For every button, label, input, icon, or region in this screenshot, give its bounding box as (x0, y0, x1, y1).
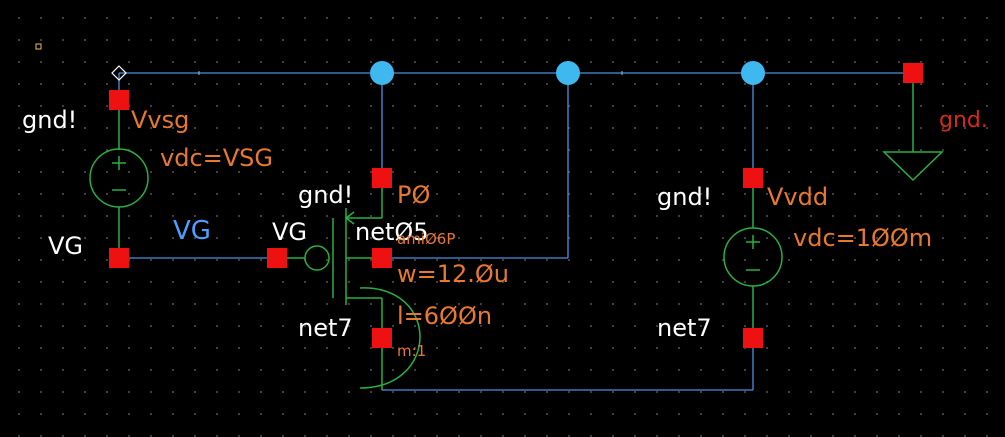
label-pmos-length: l=6ØØn (397, 302, 492, 330)
label-vvsg-param: vdc=VSG (160, 144, 273, 172)
label-pmos-instance: PØ (397, 181, 430, 209)
label-vvdd-param: vdc=1ØØm (793, 224, 932, 252)
pin-pmos-source[interactable] (372, 168, 392, 188)
pins (109, 63, 923, 348)
pin-diamond-icon[interactable] (111, 65, 127, 81)
label-pmos-source-net: gnd! (298, 181, 353, 209)
pmos-symbol[interactable] (286, 188, 421, 390)
gnd-symbol[interactable] (882, 83, 944, 182)
label-vvsg-instance: Vvsg (131, 106, 189, 134)
pin-pmos-body[interactable] (372, 248, 392, 268)
pin-pmos-gate[interactable] (267, 248, 287, 268)
label-vvdd-minus-net: net7 (657, 314, 712, 342)
label-vvdd-plus-net: gnd! (657, 183, 712, 211)
label-vvdd-instance: Vvdd (767, 183, 828, 211)
label-pmos-model: amiØ6P (397, 230, 455, 248)
pin-vvsg-plus[interactable] (109, 90, 129, 110)
junction-dot-1[interactable] (370, 61, 394, 85)
origin-marker-icon (35, 43, 42, 50)
rail-ticks (198, 71, 623, 75)
label-pmos-multiplier: m:1 (397, 342, 426, 360)
label-pmos-drain-net: net7 (298, 314, 353, 342)
pin-pmos-drain[interactable] (372, 328, 392, 348)
pin-gnd[interactable] (903, 63, 923, 83)
label-pmos-body-net: netØ5 (355, 218, 429, 246)
label-vvsg-plus-net: gnd! (22, 106, 77, 134)
junction-dot-2[interactable] (556, 61, 580, 85)
label-pmos-width: w=12.Øu (397, 260, 509, 288)
pin-vvsg-minus[interactable] (109, 248, 129, 268)
pin-vvdd-minus[interactable] (743, 328, 763, 348)
label-vvsg-minus-net: VG (48, 232, 83, 260)
label-wire-vg[interactable]: VG (173, 216, 211, 246)
vvdd-symbol[interactable] (723, 188, 783, 330)
junctions (370, 61, 765, 85)
vvsg-symbol[interactable] (89, 110, 149, 250)
pin-vvdd-plus[interactable] (743, 168, 763, 188)
junction-dot-3[interactable] (741, 61, 765, 85)
wires (118, 72, 913, 391)
label-gnd-instance: gnd. (939, 108, 988, 133)
label-pmos-gate-net: VG (272, 218, 307, 246)
